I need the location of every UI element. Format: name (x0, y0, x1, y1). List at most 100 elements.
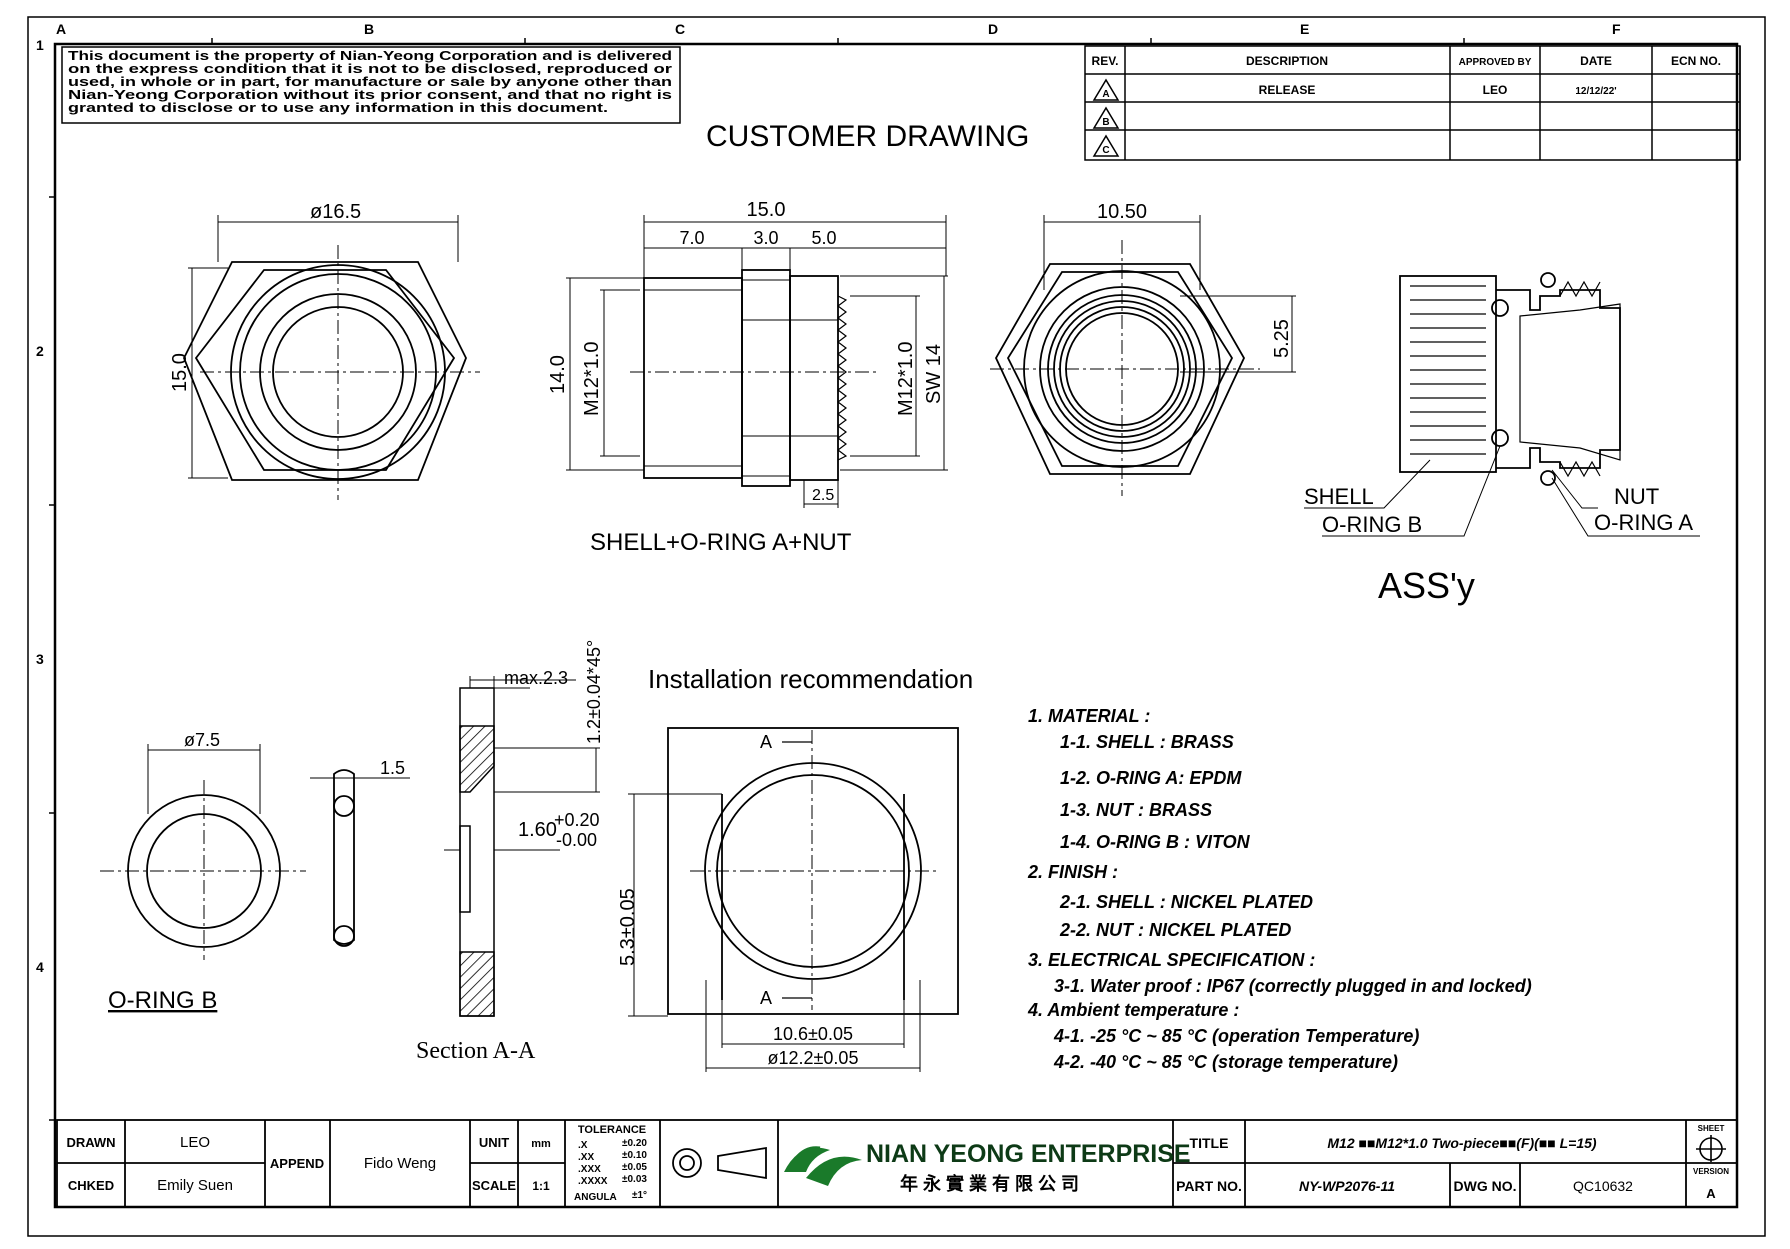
drawn-value: LEO (180, 1134, 210, 1151)
oring-b-thick-label: 1.5 (380, 758, 405, 778)
side-caption: SHELL+O-RING A+NUT (590, 529, 852, 556)
rev-approved: LEO (1483, 83, 1508, 97)
tolerance-value: ±1° (632, 1190, 647, 1201)
assembly-view (1399, 272, 1621, 486)
tolerance-value: ±0.20 (622, 1138, 647, 1149)
rev-letter: B (1102, 117, 1109, 128)
note-line: 3. ELECTRICAL SPECIFICATION : (1028, 950, 1315, 970)
section-wall-nominal: 1.60 (518, 819, 557, 841)
front-dia-label: ø16.5 (310, 201, 361, 223)
sheet-icon (1696, 1135, 1726, 1162)
note-line: 1-2. O-RING A: EPDM (1060, 768, 1242, 788)
note-line: 1-1. SHELL : BRASS (1060, 732, 1234, 752)
tolerance-key: .XXX (578, 1164, 601, 1175)
title-value: M12 ■■M12*1.0 Two-piece■■(F)(■■ L=15) (1327, 1135, 1597, 1151)
version-label: VERSION (1693, 1167, 1729, 1176)
side-thread-left-label: M12*1.0 (581, 342, 603, 417)
section-wall-minus: -0.00 (556, 830, 597, 850)
front-view (183, 245, 480, 500)
section-max-label: max.2.3 (504, 668, 568, 688)
tolerance-key: ANGULA (574, 1192, 617, 1203)
rear-view (990, 240, 1260, 496)
scale-value: 1:1 (532, 1179, 550, 1193)
checked-value: Emily Suen (157, 1177, 233, 1194)
note-line: 4-1. -25 °C ~ 85 °C (operation Temperatu… (1053, 1026, 1419, 1046)
notice-line: on the express condition that it is not … (68, 62, 672, 76)
tolerance-value: ±0.03 (622, 1174, 647, 1185)
side-seg2-label: 3.0 (753, 228, 778, 248)
install-a-bottom: A (760, 988, 772, 1008)
rear-half-label: 5.25 (1271, 319, 1293, 358)
note-line: 2-1. SHELL : NICKEL PLATED (1059, 892, 1313, 912)
rev-date: 12/12/22' (1575, 86, 1616, 97)
zone-label-left: 1 (36, 37, 44, 53)
assembly-oring-a-label: O-RING A (1594, 510, 1693, 535)
checked-label: CHKED (68, 1178, 114, 1193)
zone-label-top: D (988, 21, 998, 37)
side-height-label: 14.0 (547, 355, 569, 394)
install-view (667, 727, 959, 1015)
zone-label-left: 4 (36, 959, 44, 975)
rev-header: DESCRIPTION (1246, 54, 1328, 68)
side-thread-right-label: M12*1.0 (895, 342, 917, 417)
rev-header: REV. (1092, 54, 1119, 68)
tolerance-key: .XX (578, 1152, 594, 1163)
part-value: NY-WP2076-11 (1299, 1178, 1395, 1194)
note-line: 1. MATERIAL : (1028, 706, 1150, 726)
notice-line: This document is the property of Nian-Ye… (68, 49, 672, 63)
zone-label-left: 2 (36, 343, 44, 359)
side-seg3-label: 5.0 (811, 228, 836, 248)
zone-label-top: F (1612, 21, 1621, 37)
side-seg1-label: 7.0 (679, 228, 704, 248)
assembly-nut-label: NUT (1614, 484, 1659, 509)
tolerance-value: ±0.05 (622, 1162, 647, 1173)
note-line: 4. Ambient temperature : (1027, 1000, 1239, 1020)
sheet-label: SHEET (1698, 1124, 1725, 1133)
install-a-top: A (760, 732, 772, 752)
dwg-value: QC10632 (1573, 1178, 1633, 1194)
title-block (56, 1119, 1738, 1208)
rev-description: RELEASE (1259, 83, 1316, 97)
revision-table (1084, 45, 1741, 161)
note-line: 4-2. -40 °C ~ 85 °C (storage temperature… (1053, 1052, 1398, 1072)
tolerance-key: .XXXX (578, 1176, 608, 1187)
append-value: Fido Weng (364, 1155, 436, 1172)
rev-header: APPROVED BY (1459, 57, 1532, 68)
notes-block: 1. MATERIAL : 1-1. SHELL : BRASS 1-2. O-… (1027, 706, 1532, 1072)
rev-header: ECN NO. (1671, 54, 1721, 68)
tolerance-key: .X (578, 1140, 588, 1151)
unit-label: UNIT (479, 1135, 509, 1150)
company-name-cn: 年 永 實 業 有 限 公 司 (900, 1173, 1079, 1194)
section-a-a-view (459, 687, 495, 1017)
append-label: APPEND (270, 1156, 324, 1171)
assembly-caption: ASS'y (1378, 565, 1475, 606)
notice-box (61, 46, 681, 124)
note-line: 3-1. Water proof : IP67 (correctly plugg… (1054, 976, 1532, 996)
zone-label-top: B (364, 21, 374, 37)
zone-label-left: 3 (36, 651, 44, 667)
rev-letter: A (1102, 89, 1109, 100)
zone-label-top: E (1300, 21, 1309, 37)
install-height-label: 5.3±0.05 (617, 888, 639, 966)
assembly-oring-b-label: O-RING B (1322, 512, 1422, 537)
notice-line: Nian-Yeong Corporation without its prior… (68, 88, 672, 102)
note-line: 2. FINISH : (1027, 862, 1118, 882)
dwg-label: DWG NO. (1454, 1178, 1517, 1194)
drawn-label: DRAWN (66, 1135, 115, 1150)
part-label: PART NO. (1176, 1178, 1242, 1194)
unit-value: mm (531, 1138, 551, 1150)
projection-symbol-icon (672, 1146, 767, 1180)
install-w1-label: 10.6±0.05 (773, 1024, 853, 1044)
note-line: 2-2. NUT : NICKEL PLATED (1059, 920, 1291, 940)
version-value: A (1706, 1186, 1716, 1201)
assembly-shell-label: SHELL (1304, 484, 1374, 509)
side-sw-label: SW 14 (923, 344, 945, 404)
rear-width-label: 10.50 (1097, 201, 1147, 223)
tolerance-value: ±0.10 (622, 1150, 647, 1161)
notice-line: granted to disclose or to use any inform… (68, 101, 608, 115)
tolerance-title: TOLERANCE (578, 1124, 646, 1136)
company-logo-icon (784, 1146, 862, 1186)
oring-b-view (100, 769, 355, 960)
notice-line: used, in whole or in part, for manufactu… (68, 75, 672, 89)
